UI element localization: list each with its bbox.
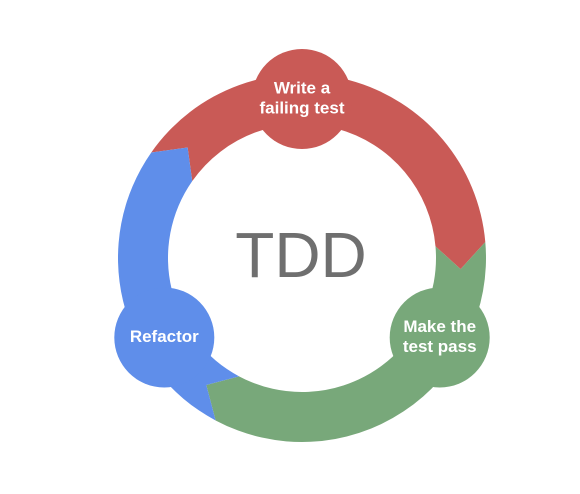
step-label-pass-line-2: test pass bbox=[403, 337, 477, 356]
arrow-write bbox=[151, 74, 486, 270]
step-circle-pass bbox=[389, 287, 490, 388]
step-node-refactor: Refactor bbox=[114, 287, 215, 388]
step-circle-refactor bbox=[114, 287, 215, 388]
center-title: TDD bbox=[235, 219, 367, 291]
arrow-pass bbox=[206, 241, 487, 443]
step-label-write-line-1: Write a bbox=[274, 78, 331, 97]
step-circle-write bbox=[252, 49, 352, 149]
step-label-pass-line-1: Make the bbox=[403, 317, 476, 336]
step-label-refactor-line-1: Refactor bbox=[130, 327, 199, 346]
step-label-write-line-2: failing test bbox=[259, 98, 344, 117]
